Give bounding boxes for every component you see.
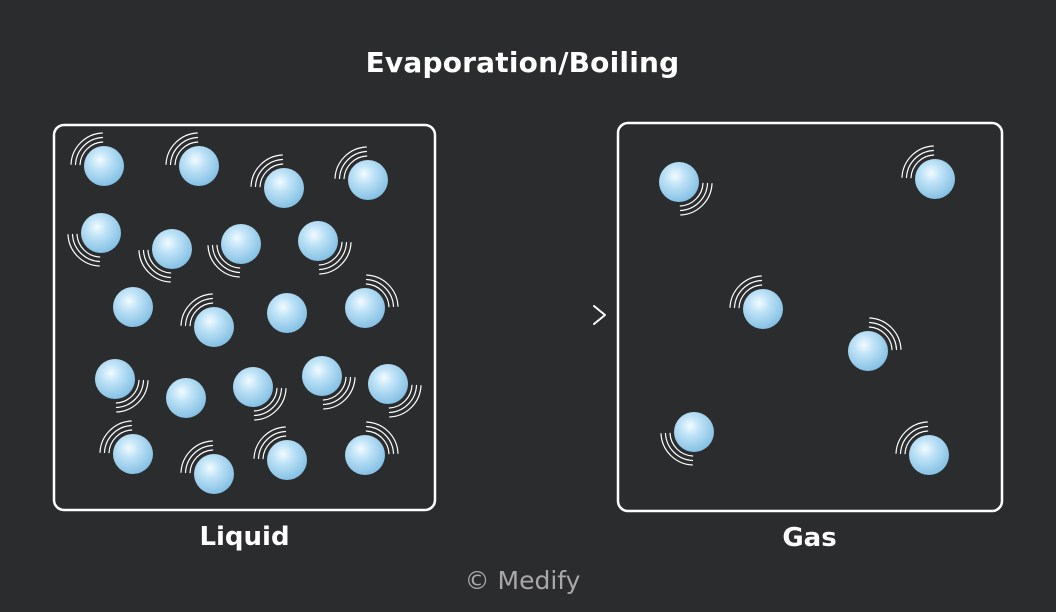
liquid-molecule (345, 421, 399, 475)
motion-lines-icon (660, 432, 694, 466)
motion-lines-icon (322, 376, 356, 410)
liquid-molecule (67, 213, 121, 267)
liquid-molecules (67, 132, 422, 494)
molecule-icon (909, 435, 949, 475)
motion-lines-icon (180, 440, 214, 474)
molecule-icon (113, 287, 153, 327)
molecule-icon (267, 293, 307, 333)
molecule-icon (166, 378, 206, 418)
diagram-title: Evaporation/Boiling (365, 46, 680, 79)
liquid-molecule (207, 224, 261, 278)
liquid-molecule (95, 359, 149, 413)
liquid-molecule (302, 356, 356, 410)
molecule-icon (152, 229, 192, 269)
right-arrow-icon (446, 305, 606, 325)
molecule-icon (348, 160, 388, 200)
molecule-icon (743, 289, 783, 329)
molecule-icon (368, 364, 408, 404)
molecule-icon (302, 356, 342, 396)
molecule-icon (267, 440, 307, 480)
liquid-molecule (267, 293, 307, 333)
molecule-icon (848, 331, 888, 371)
molecule-icon (194, 454, 234, 494)
molecule-icon (84, 146, 124, 186)
motion-lines-icon (70, 132, 104, 166)
gas-molecule (848, 317, 902, 371)
liquid-molecule (166, 378, 206, 418)
molecule-icon (179, 146, 219, 186)
molecule-icon (113, 434, 153, 474)
motion-lines-icon (165, 132, 199, 166)
liquid-molecule (113, 287, 153, 327)
molecule-icon (659, 162, 699, 202)
liquid-molecule (99, 420, 153, 474)
motion-lines-icon (99, 420, 133, 454)
motion-lines-icon (115, 379, 149, 413)
molecule-icon (264, 168, 304, 208)
liquid-molecule (345, 274, 399, 328)
molecule-icon (221, 224, 261, 264)
liquid-molecule (250, 154, 304, 208)
motion-lines-icon (729, 275, 763, 309)
gas-label: Gas (782, 523, 837, 553)
molecule-icon (194, 307, 234, 347)
motion-lines-icon (901, 145, 935, 179)
motion-lines-icon (253, 426, 287, 460)
gas-molecule (895, 421, 949, 475)
liquid-container (52, 123, 437, 512)
copyright-notice: © Medify (464, 566, 581, 595)
motion-lines-icon (67, 233, 101, 267)
liquid-molecule (253, 426, 307, 480)
motion-lines-icon (895, 421, 929, 455)
motion-lines-icon (679, 182, 713, 216)
motion-lines-icon (207, 244, 241, 278)
gas-molecule (660, 412, 714, 466)
liquid-molecule (298, 221, 352, 275)
molecule-icon (81, 213, 121, 253)
motion-lines-icon (388, 384, 422, 418)
gas-molecule (659, 162, 713, 216)
liquid-molecule (368, 364, 422, 418)
motion-lines-icon (250, 154, 284, 188)
gas-molecule (729, 275, 783, 329)
molecule-icon (298, 221, 338, 261)
liquid-molecule (138, 229, 192, 283)
molecule-icon (233, 367, 273, 407)
motion-lines-icon (868, 317, 902, 351)
motion-lines-icon (365, 274, 399, 308)
motion-lines-icon (365, 421, 399, 455)
molecule-icon (95, 359, 135, 399)
molecule-icon (674, 412, 714, 452)
molecule-icon (345, 435, 385, 475)
liquid-molecule (70, 132, 124, 186)
gas-container (616, 121, 1004, 513)
molecule-icon (915, 159, 955, 199)
gas-molecule (901, 145, 955, 199)
motion-lines-icon (253, 387, 287, 421)
molecule-icon (345, 288, 385, 328)
liquid-molecule (233, 367, 287, 421)
gas-molecules (659, 145, 955, 475)
motion-lines-icon (334, 146, 368, 180)
liquid-molecule (165, 132, 219, 186)
motion-lines-icon (138, 249, 172, 283)
liquid-molecule (180, 293, 234, 347)
motion-lines-icon (180, 293, 214, 327)
liquid-molecule (334, 146, 388, 200)
motion-lines-icon (318, 241, 352, 275)
liquid-molecule (180, 440, 234, 494)
liquid-label: Liquid (199, 522, 290, 552)
